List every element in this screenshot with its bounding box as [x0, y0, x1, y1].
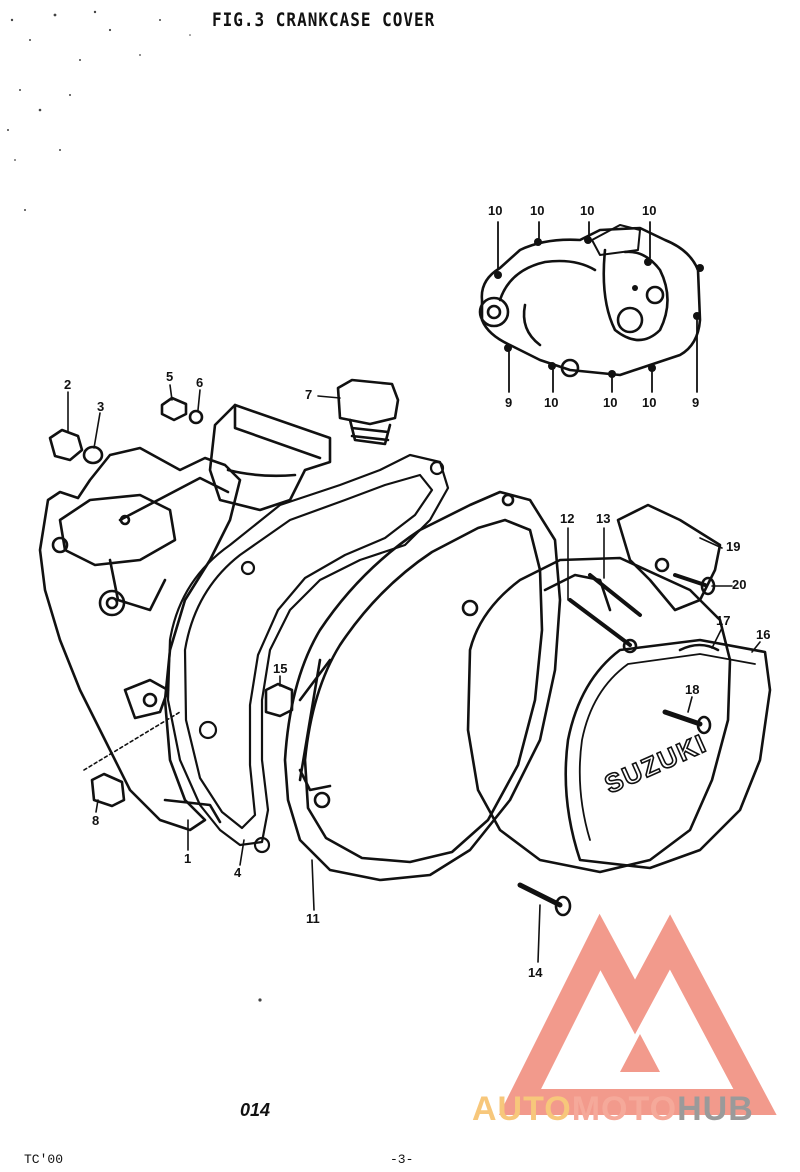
cover-plate [616, 503, 722, 612]
callout-10: 10 [603, 395, 618, 410]
watermark-text: AUTOMOTOHUB [472, 1090, 754, 1129]
callout-7: 7 [305, 387, 313, 402]
callout-17: 17 [716, 613, 731, 628]
callout-1: 1 [184, 851, 192, 866]
callout-9: 9 [505, 395, 513, 410]
callout-14: 14 [528, 965, 543, 980]
callout-11: 11 [306, 911, 320, 926]
callout-10: 10 [642, 395, 657, 410]
footer-page-number: -3- [390, 1152, 414, 1167]
inset-cover-bolt-layout [478, 221, 704, 393]
callout-10: 10 [544, 395, 559, 410]
crankcase-cover-main [283, 490, 562, 882]
callout-10: 10 [580, 203, 595, 218]
callout-16: 16 [756, 627, 771, 642]
callout-3: 3 [97, 399, 105, 414]
watermark-part-moto: MOTO [571, 1090, 678, 1128]
callout-2: 2 [64, 377, 72, 392]
callout-15: 15 [273, 661, 288, 676]
scan-noise [7, 10, 262, 1002]
callout-10: 10 [642, 203, 657, 218]
figure-title: FIG.3 CRANKCASE COVER [212, 8, 436, 31]
watermark-part-auto: AUTO [472, 1090, 572, 1128]
footer-model: TC'00 [24, 1152, 64, 1167]
callout-10: 10 [488, 203, 503, 218]
callout-8: 8 [92, 813, 100, 828]
callout-4: 4 [234, 865, 242, 880]
callout-20: 20 [732, 577, 747, 592]
callout-19: 19 [726, 539, 741, 554]
leader-lines [67, 384, 761, 963]
callout-9: 9 [692, 395, 700, 410]
callout-5: 5 [166, 369, 174, 384]
gasket-inner [166, 453, 450, 854]
clutch-cover [466, 556, 772, 874]
page-code: 014 [240, 1100, 271, 1120]
callout-13: 13 [596, 511, 611, 526]
watermark-part-hub: HUB [677, 1090, 754, 1128]
callout-6: 6 [196, 375, 204, 390]
callout-10: 10 [530, 203, 545, 218]
cylinder-stub [208, 403, 332, 512]
callout-18: 18 [685, 682, 700, 697]
watermark-logo-icon [498, 913, 777, 1115]
fasteners [48, 378, 720, 917]
callout-12: 12 [560, 511, 575, 526]
crankcase-body [38, 446, 242, 832]
